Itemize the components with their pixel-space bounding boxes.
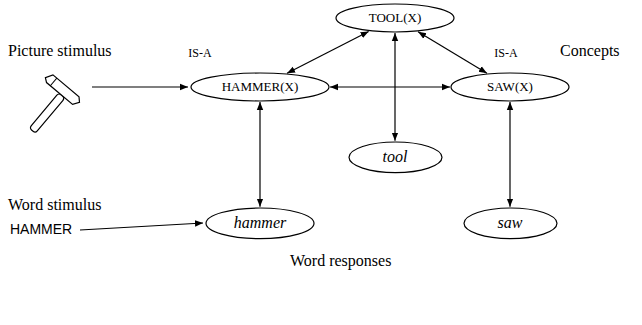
- word-stimulus: HAMMER: [10, 222, 72, 237]
- word-ellipse: saw: [463, 207, 558, 240]
- node-text: HAMMER(X): [222, 80, 299, 94]
- node-text: tool: [383, 148, 408, 166]
- node-text: hammer: [234, 214, 286, 232]
- word-ellipse: hammer: [205, 207, 315, 240]
- section-label: Word stimulus: [8, 196, 101, 214]
- node-text: saw: [498, 214, 523, 232]
- concept-ellipse: HAMMER(X): [190, 72, 330, 102]
- connector: [509, 102, 510, 207]
- connector: [394, 33, 395, 141]
- node-text: SAW(X): [487, 80, 533, 94]
- concept-ellipse: SAW(X): [450, 72, 570, 102]
- section-label: Picture stimulus: [8, 42, 112, 60]
- connector: [418, 32, 487, 73]
- connector: [259, 102, 260, 207]
- hammer-picture: [14, 72, 82, 142]
- edge-label: IS-A: [493, 47, 518, 60]
- concept-ellipse: TOOL(X): [335, 3, 455, 33]
- connector: [287, 31, 369, 73]
- section-label: Word responses: [290, 252, 391, 270]
- word-ellipse: tool: [348, 141, 443, 174]
- node-text: TOOL(X): [369, 11, 421, 25]
- edge-label: IS-A: [187, 47, 212, 60]
- stimulus-arrow: [92, 86, 188, 87]
- stimulus-arrow: [80, 223, 203, 230]
- connector: [330, 86, 450, 87]
- section-label: Concepts: [560, 42, 620, 60]
